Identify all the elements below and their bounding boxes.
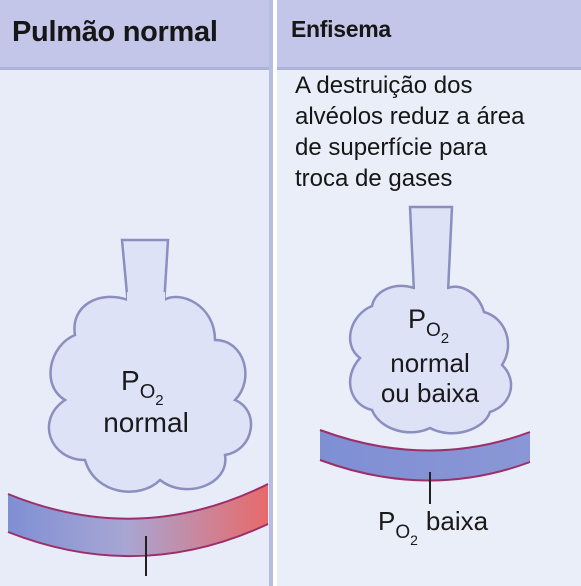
emphysema-capillary-edge-bottom (319, 459, 531, 482)
normal-capillary (8, 484, 268, 557)
normal-alveolus (47, 238, 253, 493)
emphysema-title: Enfisema (291, 16, 391, 42)
description-line: troca de gases (295, 165, 453, 192)
normal-capillary-edge-bottom (7, 523, 269, 558)
description-line: de superfície para (295, 134, 488, 161)
normal-alveolus-value: normal (103, 407, 189, 438)
description-line: alvéolos reduz a área (295, 103, 525, 130)
emphysema-alveolus-value-2: ou baixa (381, 378, 480, 408)
emphysema-description: A destruição dos alvéolos reduz a área d… (295, 70, 575, 194)
emphysema-capillary-po2-label: PO2baixa (378, 506, 489, 548)
emphysema-alveolus-po2-label: PO2 (408, 304, 449, 347)
description-line: A destruição dos (295, 72, 473, 99)
normal-capillary-edge-top (7, 483, 269, 520)
emphysema-header: Enfisema (277, 0, 581, 70)
emphysema-alveolus-sac (348, 284, 513, 435)
normal-alveolus-sac (47, 295, 253, 493)
normal-lung-header: Pulmão normal (0, 0, 269, 70)
emphysema-capillary (320, 430, 530, 481)
emphysema-alveolus-value-1: normal (390, 348, 469, 378)
normal-lung-title: Pulmão normal (12, 16, 218, 48)
emphysema-airway (408, 205, 454, 294)
emphysema-capillary-edge-top (319, 429, 531, 452)
emphysema-alveolus (348, 205, 513, 435)
normal-alveolus-po2-label: PO2 (121, 365, 164, 409)
